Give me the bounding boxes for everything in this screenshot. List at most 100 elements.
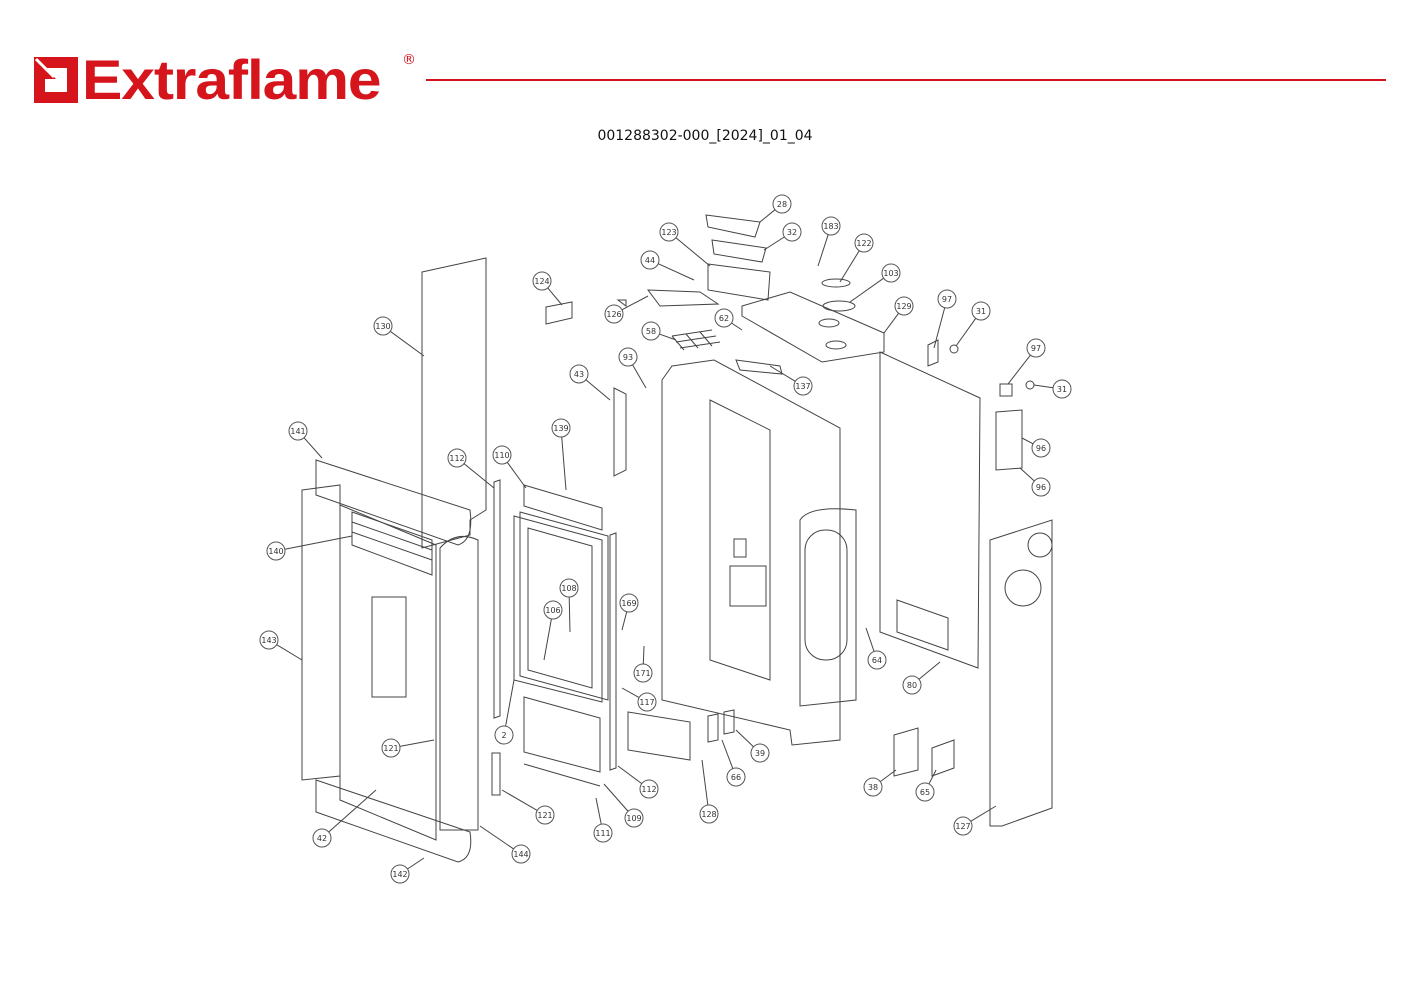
callout-129: 129 [883,296,914,334]
callout-label: 143 [261,636,276,645]
leader-line [276,644,303,661]
callout-circle [390,864,410,884]
callout-circle [915,782,935,802]
callout-183: 183 [817,216,841,267]
callout-label: 93 [623,353,633,362]
callout-circle [624,808,644,828]
callout-circle [894,296,914,316]
callout-112: 112 [617,765,659,799]
callout-circle [902,675,922,695]
callout-circle [854,233,874,253]
callout-label: 39 [755,749,765,758]
callout-62: 62 [714,308,743,331]
callout-circle [259,630,279,650]
leader-line [1007,354,1031,385]
callout-label: 38 [868,783,878,792]
callout-31: 31 [955,301,991,347]
callout-label: 137 [795,382,810,391]
callout-circle [511,844,531,864]
brand-name: Extraflame [82,48,382,111]
leader-line [632,364,647,389]
callout-111: 111 [593,797,613,843]
callout-circle [494,725,514,745]
callout-label: 2 [501,731,506,740]
callout-circle [381,738,401,758]
leader-line [659,333,677,341]
callout-circle [532,271,552,291]
leader-line [928,769,937,785]
callout-label: 121 [383,744,398,753]
leader-line [849,277,884,303]
callout-label: 31 [1057,385,1067,394]
callout-65: 65 [915,769,937,802]
callout-28: 28 [759,194,792,223]
callout-label: 62 [719,314,729,323]
callout-circle [447,448,467,468]
callout-circle [793,376,813,396]
callout-circle [953,816,973,836]
leader-line [561,436,567,491]
callout-label: 31 [976,307,986,316]
leader-line [970,805,997,822]
callout-label: 140 [268,547,283,556]
callout-label: 112 [449,454,464,463]
document-code: 001288302-000_[2024]_01_04 [597,128,813,144]
callout-43: 43 [569,364,611,401]
callout-label: 121 [537,811,552,820]
leader-line [547,287,563,306]
callout-label: 32 [787,228,797,237]
callout-circle [593,823,613,843]
leader-line [505,679,515,727]
callout-127: 127 [953,805,997,836]
callout-label: 144 [513,850,528,859]
callout-circle [750,743,770,763]
callout-circle [863,777,883,797]
callout-32: 32 [763,222,802,251]
callout-label: 141 [290,427,305,436]
callout-circle [535,805,555,825]
leader-line [603,783,629,812]
callout-circle [619,593,639,613]
leader-line [675,237,711,267]
callout-66: 66 [721,739,746,787]
leader-line [955,318,977,347]
callout-96: 96 [1019,467,1051,497]
callout-circle [633,663,653,683]
leader-line [389,330,425,357]
callout-label: 124 [534,277,549,286]
callout-58: 58 [641,321,677,341]
callout-circle [971,301,991,321]
callout-label: 111 [595,829,610,838]
leader-line [883,312,900,334]
callout-110: 110 [492,445,527,489]
callout-label: 126 [606,310,621,319]
callout-circle [937,289,957,309]
callout-label: 130 [375,322,390,331]
callout-143: 143 [259,630,303,661]
callout-label: 127 [955,822,970,831]
callout-139: 139 [551,418,571,491]
leader-line [879,769,897,783]
callout-103: 103 [849,263,901,303]
callout-39: 39 [735,729,770,763]
callout-label: 103 [883,269,898,278]
callout-80: 80 [902,661,941,695]
callouts: 2832183122123441031241261299731625897311… [259,194,1072,884]
callout-121: 121 [381,738,435,758]
callout-31: 31 [1033,379,1072,399]
leader-line [721,739,734,769]
callout-label: 129 [896,302,911,311]
leader-line [769,365,796,382]
leader-line [463,463,495,489]
callout-circle [640,250,660,270]
callout-label: 123 [661,228,676,237]
callout-circle [288,421,308,441]
leader-line [407,857,425,870]
leader-line [735,729,754,748]
callout-circle [559,578,579,598]
callout-label: 43 [574,370,584,379]
callout-circle [492,445,512,465]
callout-circle [543,600,563,620]
leader-line [284,535,353,550]
